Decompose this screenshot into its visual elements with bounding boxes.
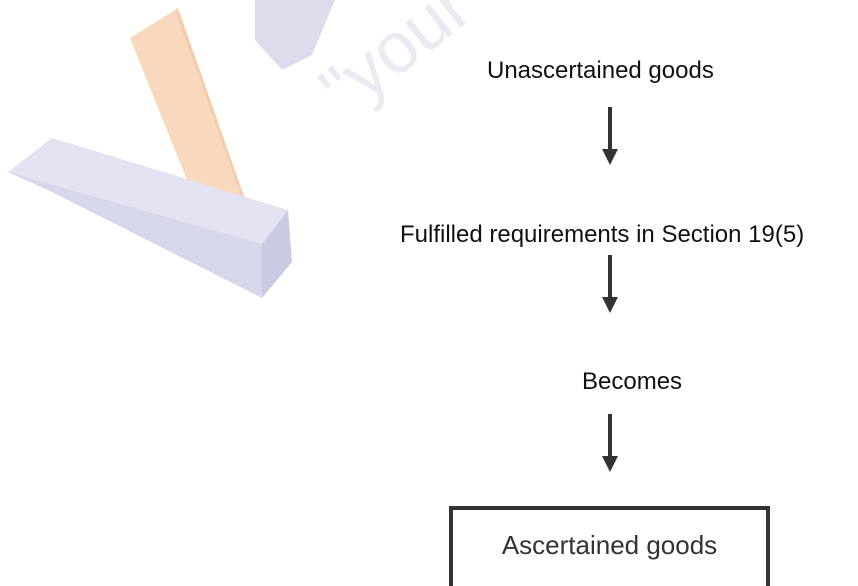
watermark-logo: "your (8, 0, 486, 298)
watermark-orange-block (130, 8, 255, 262)
watermark-lavender-block-side (262, 210, 292, 298)
down-arrow-icon (602, 107, 618, 165)
down-arrow-icon (602, 255, 618, 313)
watermark-dark-shape (255, 0, 335, 70)
flow-step-fulfilled-requirements: Fulfilled requirements in Section 19(5) (400, 221, 805, 248)
watermark-lavender-block-top (8, 138, 288, 244)
flow-step-unascertained-goods: Unascertained goods (487, 57, 714, 84)
watermark-lavender-block-front (8, 172, 262, 298)
watermark-text: "your (306, 0, 486, 131)
down-arrow-icon (602, 414, 618, 472)
watermark-orange-block-face (175, 8, 258, 238)
result-label: Ascertained goods (501, 530, 718, 560)
result-box: Ascertained goods (449, 506, 770, 586)
flow-step-becomes: Becomes (582, 368, 683, 395)
